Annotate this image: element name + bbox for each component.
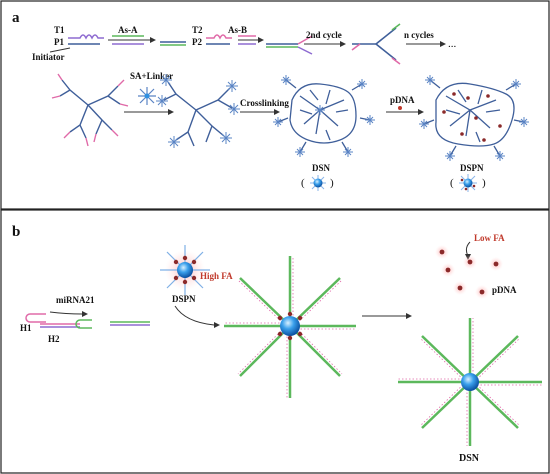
label-2nd-cycle: 2nd cycle <box>306 30 342 40</box>
central-assembly <box>224 256 356 398</box>
panel-b-letter: b <box>12 224 20 240</box>
dendrimer-2 <box>163 81 233 147</box>
svg-text:): ) <box>482 177 486 189</box>
dendrimer-2-stars <box>156 74 240 148</box>
dsn-unit-icon: ( ) <box>301 175 334 191</box>
dspn-high-fa: High FA DSPN <box>160 245 233 304</box>
dendrimer-1 <box>51 73 129 147</box>
panel-a-letter: a <box>12 10 20 26</box>
label-pdna-a: pDNA <box>390 95 415 105</box>
dspn-network <box>423 79 525 157</box>
released-pdna: Low FA pDNA <box>435 233 517 299</box>
label-h1: H1 <box>20 323 32 333</box>
dsn-released: DSN <box>398 318 542 464</box>
panel-b-frame <box>0 209 550 474</box>
label-as-b: As-B <box>228 25 247 35</box>
label-dspn-b: DSPN <box>172 294 196 304</box>
label-dsn-a: DSN <box>312 163 331 173</box>
pdna-dot-icon <box>398 106 402 110</box>
label-low-fa: Low FA <box>474 233 505 243</box>
label-high-fa: High FA <box>200 271 233 281</box>
label-initiator: Initiator <box>32 52 65 62</box>
step-y-shape: n cycles ... <box>351 23 457 65</box>
step-t1-p1: T1 P1 Initiator As-A <box>32 25 156 62</box>
label-sa-linker: SA+Linker <box>130 71 173 81</box>
dspn-stars <box>419 75 529 161</box>
step-t2-p2: T2 P2 As-B <box>160 25 264 47</box>
dsn-network <box>277 79 371 153</box>
label-dspn-a: DSPN <box>460 163 484 173</box>
svg-text:(: ( <box>450 177 454 189</box>
label-mirna: miRNA21 <box>56 295 95 305</box>
label-t1: T1 <box>54 25 65 35</box>
svg-text:): ) <box>330 177 334 189</box>
label-as-a: As-A <box>118 25 138 35</box>
label-ellipsis: ... <box>448 38 457 50</box>
svg-text:(: ( <box>301 177 305 189</box>
dsn-stars <box>273 75 375 157</box>
panel-a-frame <box>0 0 550 210</box>
label-dsn-b: DSN <box>459 453 480 464</box>
hairpin-group: H1 miRNA21 H2 <box>20 295 150 344</box>
dspn-unit-icon: ( ) <box>450 174 486 192</box>
dspn-arrow <box>174 305 215 326</box>
sa-core-icon <box>144 93 150 99</box>
label-p2: P2 <box>192 37 202 47</box>
label-t2: T2 <box>192 25 203 35</box>
step-branch: 2nd cycle <box>266 30 346 55</box>
label-h2: H2 <box>48 334 60 344</box>
label-n-cycles: n cycles <box>404 30 434 40</box>
label-pdna-b: pDNA <box>492 285 517 295</box>
label-p1: P1 <box>54 37 64 47</box>
sa-linker-group: SA+Linker <box>124 71 174 115</box>
label-crosslinking: Crosslinking <box>240 98 289 108</box>
